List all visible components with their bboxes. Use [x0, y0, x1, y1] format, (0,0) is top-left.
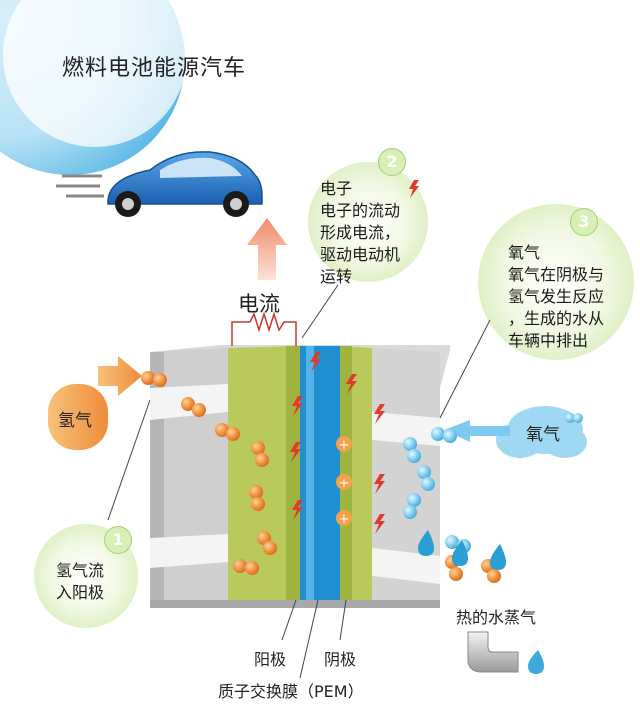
step-3-number: 3	[570, 208, 598, 236]
oxygen-label: 氧气	[526, 425, 560, 445]
callout-2-text: 电子 电子的流动 形成电流， 驱动电动机 运转	[320, 178, 400, 288]
proton-markers: + + +	[336, 436, 352, 527]
electron-bolts	[290, 180, 419, 534]
step-2-number: 2	[378, 148, 406, 176]
callout-3-line-4: ，生成的水从	[508, 309, 605, 328]
svg-text:+: +	[339, 438, 350, 453]
callout-2-line-2: 电子的流动	[320, 201, 401, 220]
svg-text:+: +	[339, 476, 350, 491]
leader-line-1	[107, 399, 151, 521]
cathode-label: 阴极	[324, 650, 357, 669]
hydrogen-inlet-arrow	[98, 356, 142, 396]
callout-bubble-2	[308, 162, 428, 282]
callout-3-line-5: 车辆中排出	[508, 331, 589, 350]
callout-2-line-5: 运转	[320, 267, 353, 286]
pem-label: 质子交换膜（PEM）	[218, 682, 364, 701]
callout-2-line-1: 电子	[320, 179, 353, 198]
callout-1-line-2: 入阳极	[56, 583, 105, 602]
callout-3-line-2: 氧气在阴极与	[508, 265, 605, 284]
callout-bubble-3	[478, 204, 634, 360]
current-label: 电流	[238, 292, 280, 316]
leader-line-3	[439, 319, 491, 419]
callout-3-line-3: 氢气发生反应	[508, 287, 605, 306]
oxygen-cloud	[444, 406, 587, 458]
leader-line-2	[301, 284, 339, 339]
page-title: 燃料电池能源汽车	[62, 56, 247, 81]
car-icon	[56, 151, 263, 217]
anode-label: 阳极	[254, 650, 287, 669]
steam-pipe	[467, 631, 519, 673]
callout-1-line-1: 氢气流	[56, 561, 105, 580]
hydrogen-tank	[48, 384, 108, 450]
external-circuit	[231, 311, 297, 346]
step-1-number: 1	[104, 526, 132, 554]
hydrogen-label: 氢气	[58, 411, 92, 431]
hydrogen-molecules	[141, 371, 501, 583]
anode-layer-strip	[286, 346, 300, 600]
callout-3-text: 氧气 氧气在阴极与 氢气发生反应 ，生成的水从 车辆中排出	[508, 242, 604, 352]
leader-cathode	[339, 599, 347, 641]
anode-channel-bottom	[150, 534, 228, 568]
leader-anode	[281, 599, 297, 641]
pem-highlight	[306, 346, 314, 600]
callout-1-text: 氢气流 入阳极	[56, 560, 104, 604]
cathode-channel-top	[372, 412, 440, 446]
water-droplets	[418, 530, 506, 570]
cathode-layer-strip	[340, 346, 352, 600]
svg-text:+: +	[339, 512, 350, 527]
callout-2-line-4: 驱动电动机	[320, 245, 401, 264]
corner-bubble-inner	[3, 0, 187, 147]
callout-2-line-3: 形成电流，	[320, 223, 401, 242]
steam-droplet-icon	[528, 650, 544, 674]
steam-label: 热的水蒸气	[456, 608, 537, 627]
cathode-channel-bottom	[372, 548, 440, 584]
anode-layer	[228, 346, 300, 600]
current-up-arrow	[247, 218, 287, 280]
leader-pem	[299, 599, 319, 679]
callout-3-line-1: 氧气	[508, 243, 541, 262]
